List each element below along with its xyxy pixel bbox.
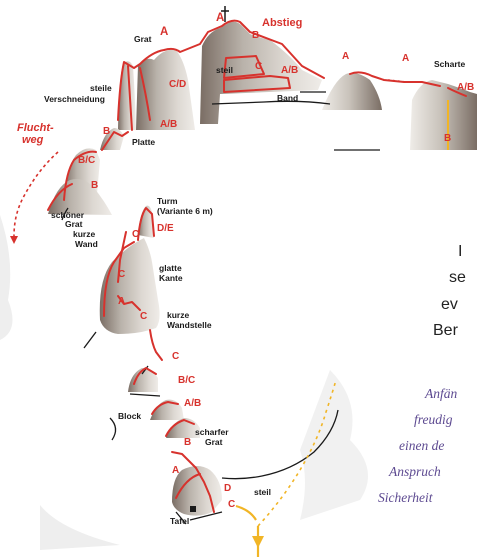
grade-c-summit: C xyxy=(255,62,262,72)
grade-a-grat: A xyxy=(160,27,168,39)
grade-a-summit: A xyxy=(216,13,224,25)
abstieg-arrow-2 xyxy=(236,506,256,520)
italic-line-2: freudig xyxy=(414,412,453,428)
grade-cd: C/D xyxy=(169,80,186,90)
tafel-marker xyxy=(190,506,196,512)
italic-line-1: Anfän xyxy=(425,386,457,402)
grade-ab-lower: A/B xyxy=(184,399,201,409)
rock-right-1 xyxy=(322,73,382,110)
grade-d-bottom: D xyxy=(224,484,231,494)
label-steile-2: Verschneidung xyxy=(44,95,105,104)
label-kurze-wand-2: Wand xyxy=(75,240,98,249)
italic-line-5: Sicherheit xyxy=(378,490,433,506)
label-kante-1: glatte xyxy=(159,264,182,273)
grade-c-wandstelle: C xyxy=(140,312,147,322)
fluchtweg-path xyxy=(14,152,58,236)
grade-ab-right: A/B xyxy=(457,83,474,93)
grade-ab-band: A/B xyxy=(281,66,298,76)
grade-de: D/E xyxy=(157,224,174,234)
body-line-4: Ber xyxy=(433,323,458,339)
grade-a-kante: A xyxy=(118,297,125,307)
label-steil-bottom: steil xyxy=(254,488,271,497)
grade-c-bottom: C xyxy=(228,500,235,510)
label-tafel: Tafel xyxy=(170,517,189,526)
label-steil-top: steil xyxy=(216,66,233,75)
label-schoener-2: Grat xyxy=(65,220,82,229)
label-fluchtweg-2: weg xyxy=(22,135,43,147)
label-band: Band xyxy=(277,94,298,103)
grade-bc-lower: B/C xyxy=(178,376,195,386)
grade-b-mid: B xyxy=(91,181,98,191)
rock-pillar-1 xyxy=(118,61,136,130)
body-line-1: I xyxy=(458,244,462,260)
label-absteig: Abstieg xyxy=(262,18,302,29)
grade-a-right2: A xyxy=(402,54,409,64)
grade-b-right: B xyxy=(444,134,451,144)
italic-line-4: Anspruch xyxy=(389,464,441,480)
grade-b-lower: B xyxy=(184,438,191,448)
label-scharfer-1: scharfer xyxy=(195,428,229,437)
rock-kante xyxy=(100,238,160,334)
italic-line-3: einen de xyxy=(399,438,444,454)
grade-b-summit: B xyxy=(252,31,259,41)
body-line-3: ev xyxy=(441,297,458,313)
grade-a-bottom: A xyxy=(172,466,179,476)
label-wandstelle-1: kurze xyxy=(167,311,189,320)
label-kurze-wand-1: kurze xyxy=(73,230,95,239)
label-scharte: Scharte xyxy=(434,60,465,69)
grade-a-right1: A xyxy=(342,52,349,62)
label-fluchtweg-1: Flucht- xyxy=(17,123,54,135)
label-kante-2: Kante xyxy=(159,274,183,283)
route-wandstelle xyxy=(150,330,162,360)
label-grat: Grat xyxy=(134,35,151,44)
grade-bc-left: B/C xyxy=(78,156,95,166)
label-scharfer-2: Grat xyxy=(205,438,222,447)
label-wandstelle-2: Wandstelle xyxy=(167,321,212,330)
body-line-2: se xyxy=(449,270,466,286)
label-platte: Platte xyxy=(132,138,155,147)
label-block: Block xyxy=(118,412,141,421)
label-turm-2: (Variante 6 m) xyxy=(157,207,213,216)
grade-b-left: B xyxy=(103,127,110,137)
label-turm-1: Turm xyxy=(157,197,178,206)
abstieg-arrowhead xyxy=(252,536,264,548)
grade-ab-left: A/B xyxy=(160,120,177,130)
label-steile-1: steile xyxy=(90,84,112,93)
fluchtweg-arrowhead xyxy=(10,236,18,244)
grade-c-kante: C xyxy=(118,270,125,280)
grade-c-wand: C xyxy=(132,230,139,240)
grade-c-lower: C xyxy=(172,352,179,362)
